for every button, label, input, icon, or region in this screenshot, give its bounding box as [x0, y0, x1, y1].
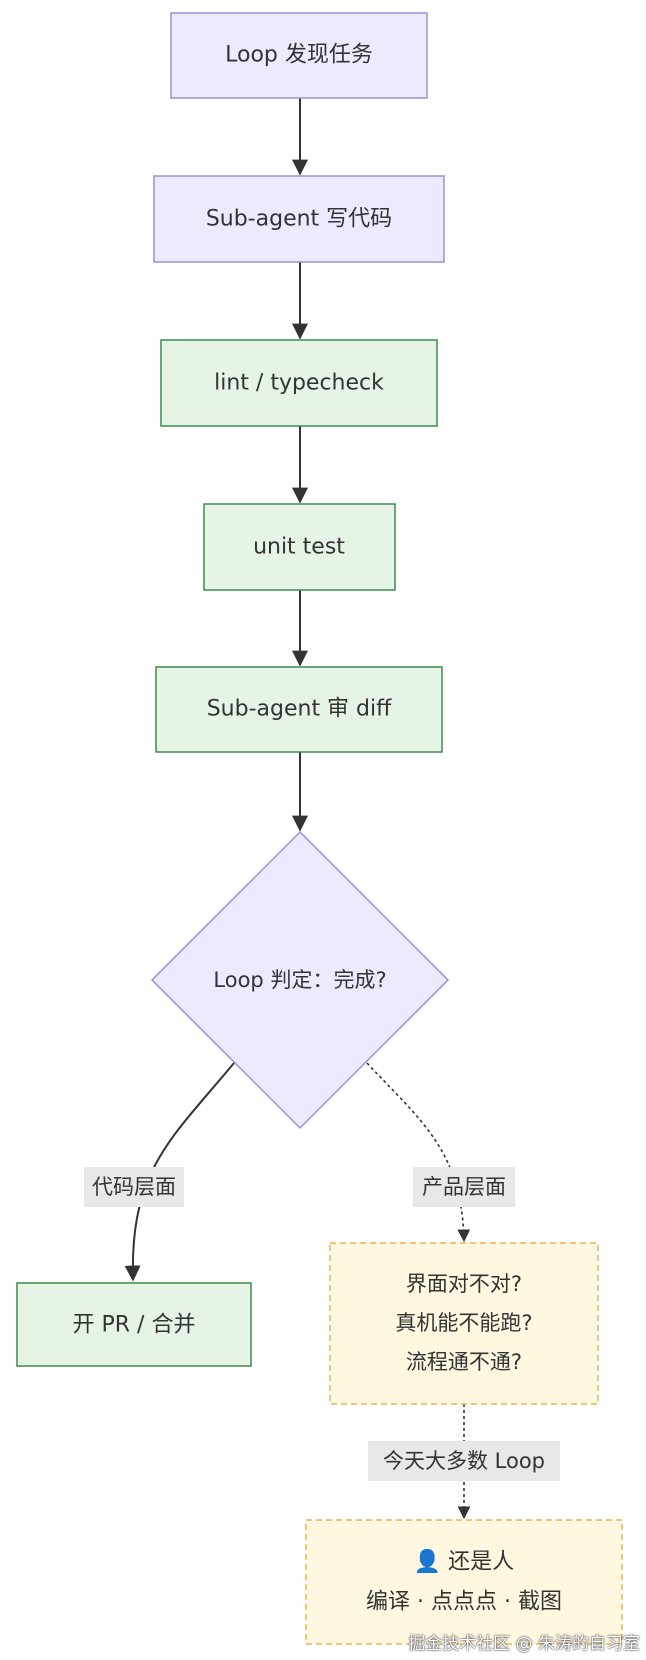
product-check-line-2: 真机能不能跑?: [395, 1311, 532, 1335]
node-write-code: Sub-agent 写代码: [153, 175, 445, 263]
edge-label-today-loop: 今天大多数 Loop: [368, 1441, 560, 1481]
edge-decide-to-merge: [124, 1062, 235, 1282]
svg-text:开 PR / 合并: 开 PR / 合并: [73, 1313, 196, 1338]
node-merge: 开 PR / 合并: [16, 1282, 252, 1367]
watermark: 掘金技术社区 @ 朱涛的自习室: [408, 1634, 640, 1654]
human-line-1: 👤 还是人: [414, 1549, 514, 1575]
svg-text:unit test: unit test: [253, 535, 345, 560]
human-line-2: 编译 · 点点点 · 截图: [366, 1590, 562, 1615]
node-product-check: 界面对不对? 真机能不能跑? 流程通不通?: [329, 1242, 599, 1405]
svg-text:Loop 判定：完成?: Loop 判定：完成?: [213, 968, 386, 992]
node-review-diff: Sub-agent 审 diff: [155, 666, 443, 753]
svg-text:代码层面: 代码层面: [92, 1175, 176, 1199]
svg-text:Sub-agent 审 diff: Sub-agent 审 diff: [207, 697, 392, 722]
node-human: 👤 还是人 编译 · 点点点 · 截图: [305, 1519, 623, 1645]
node-unit-test: unit test: [203, 503, 396, 591]
svg-text:Sub-agent 写代码: Sub-agent 写代码: [206, 207, 392, 232]
svg-text:今天大多数 Loop: 今天大多数 Loop: [383, 1449, 545, 1473]
svg-text:产品层面: 产品层面: [422, 1175, 506, 1199]
node-lint: lint / typecheck: [160, 339, 438, 427]
edge-decide-to-product: [366, 1062, 471, 1243]
product-check-line-1: 界面对不对?: [406, 1272, 522, 1296]
node-find-task: Loop 发现任务: [170, 12, 428, 99]
product-check-line-3: 流程通不通?: [406, 1350, 522, 1374]
node-decide: Loop 判定：完成?: [150, 830, 450, 1130]
svg-text:lint / typecheck: lint / typecheck: [214, 371, 384, 396]
edge-label-product-level: 产品层面: [413, 1167, 515, 1207]
edge-label-code-level: 代码层面: [84, 1167, 184, 1207]
svg-text:Loop 发现任务: Loop 发现任务: [225, 43, 373, 68]
